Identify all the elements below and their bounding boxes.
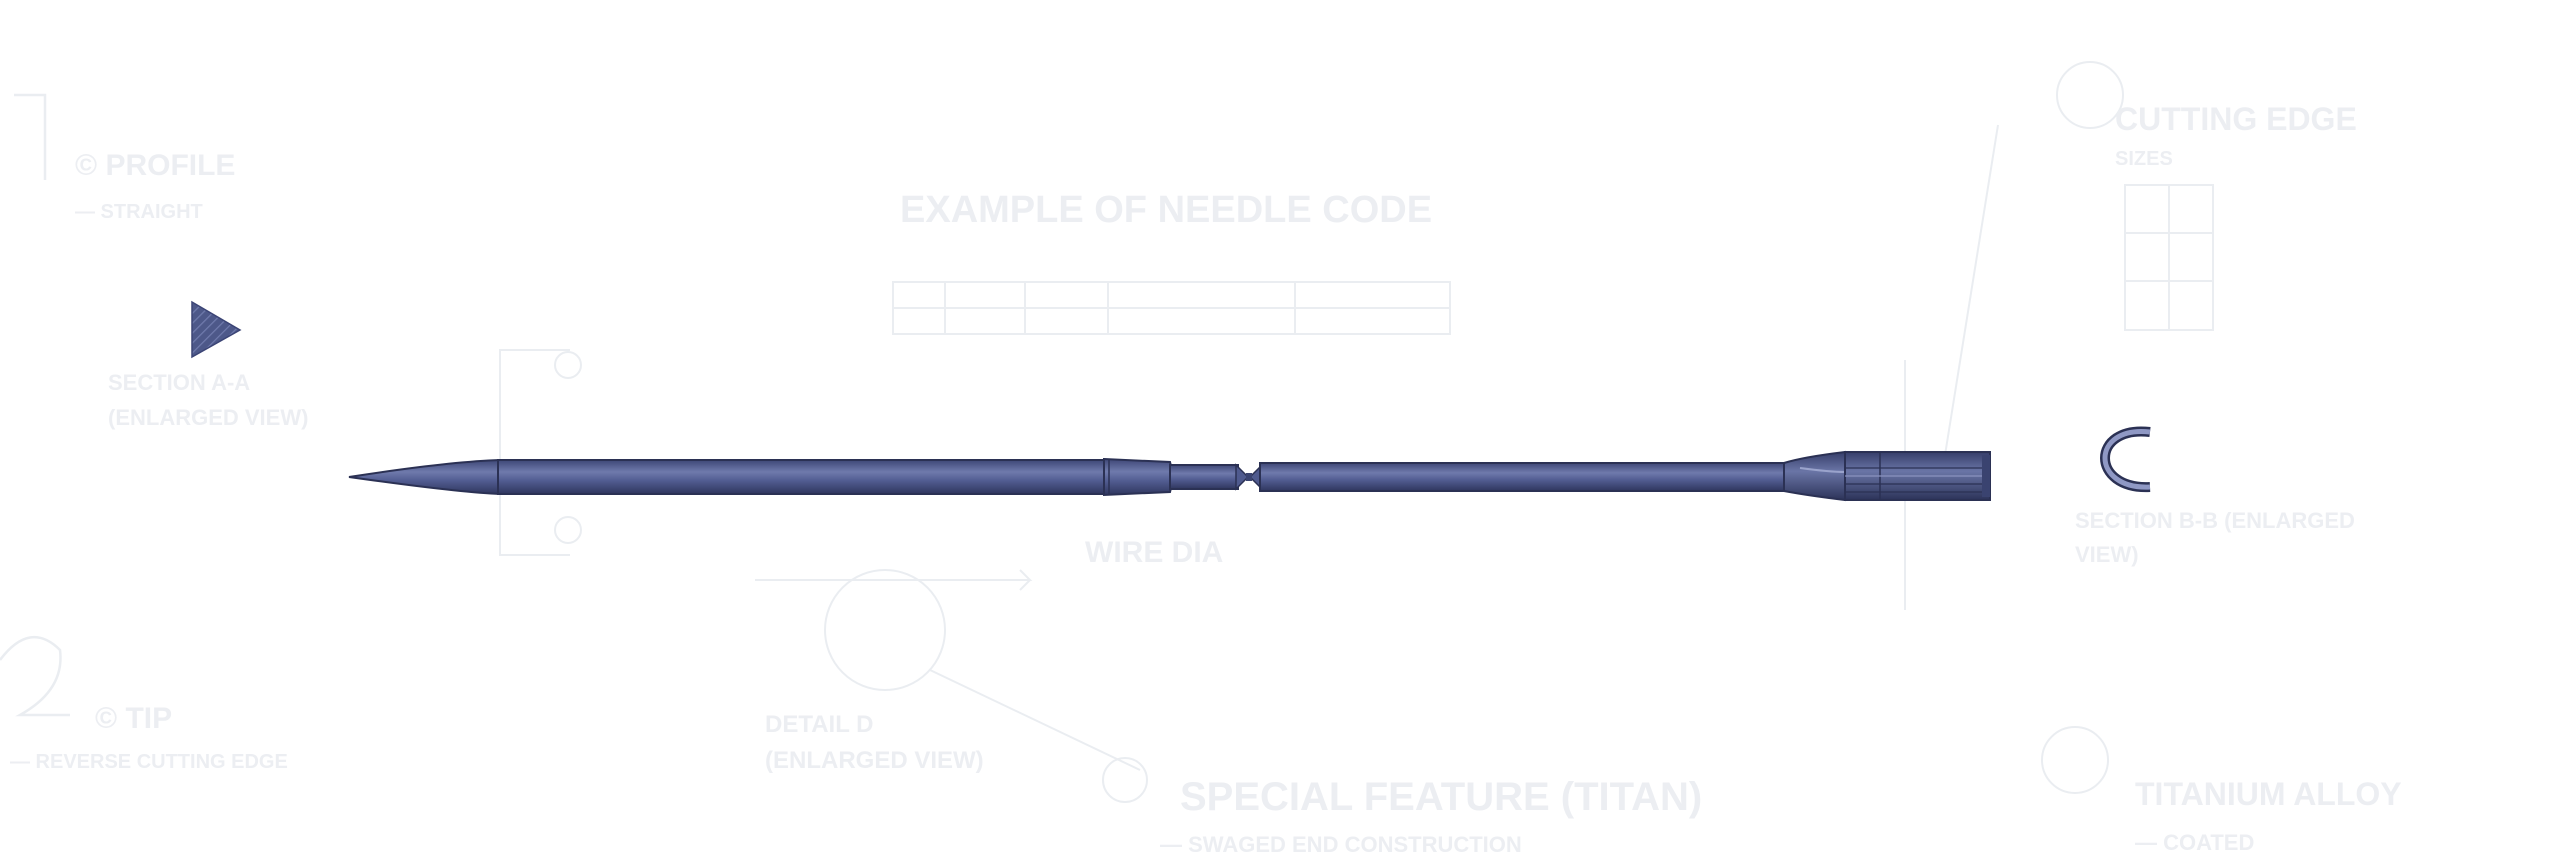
ref-numeral-bottom-left	[0, 635, 70, 717]
needle-tip	[348, 458, 501, 496]
hub-endcap	[1982, 455, 1990, 497]
label-section-b: SECTION B-B (ENLARGED	[2075, 508, 2355, 533]
bracket-node-top	[554, 351, 582, 379]
label-wire-dia: WIRE DIA	[1085, 536, 1223, 569]
flare-highlight	[1799, 467, 1846, 473]
bracket-left	[499, 349, 570, 556]
needle-shaft	[497, 459, 1106, 495]
detail-circle	[824, 569, 946, 691]
ref-circle-bottom	[1102, 757, 1148, 803]
label-detail: DETAIL D	[765, 711, 873, 738]
leader-line-right	[1944, 124, 1999, 456]
needle-neck	[1169, 464, 1239, 490]
label-sizes: SIZES	[2115, 148, 2173, 170]
label-cutting-edge: CUTTING EDGE	[2115, 101, 2357, 137]
label-straight: — STRAIGHT	[75, 201, 203, 223]
label-profile: © PROFILE	[75, 149, 235, 182]
faint-drafting-lines	[0, 61, 2214, 803]
label-coated: — COATED	[2135, 830, 2254, 855]
bracket-node-bottom	[554, 516, 582, 544]
needle-rear-shaft	[1259, 462, 1787, 492]
needle-flare	[1783, 450, 1846, 502]
label-special-feature: SPECIAL FEATURE (TITAN)	[1180, 775, 1702, 819]
label-enlarged-a: (ENLARGED VIEW)	[108, 405, 308, 430]
needle	[348, 450, 1991, 502]
ref-circle-right	[2056, 61, 2124, 129]
label-section-a: SECTION A-A	[108, 370, 250, 395]
label-section-b-view: VIEW)	[2075, 542, 2139, 567]
curved-needle-icon	[2100, 426, 2151, 493]
ref-circle-bottom-right	[2041, 726, 2109, 794]
needle-collar	[1103, 457, 1173, 497]
label-titanium: TITANIUM ALLOY	[2135, 776, 2402, 812]
label-swaged-end: — SWAGED END CONSTRUCTION	[1160, 832, 1522, 857]
detail-arrow	[755, 569, 1033, 591]
label-reverse-cutting: — REVERSE CUTTING EDGE	[10, 751, 288, 773]
label-tip: © TIP	[95, 702, 172, 735]
groove-core	[1246, 473, 1252, 481]
faint-labels: © PROFILE — STRAIGHT EXAMPLE OF NEEDLE C…	[10, 101, 2402, 857]
leader-line-top-left	[14, 93, 47, 180]
label-needle-code-title: EXAMPLE OF NEEDLE CODE	[900, 189, 1432, 231]
detail-leader	[929, 669, 1141, 771]
label-detail-view: (ENLARGED VIEW)	[765, 747, 984, 774]
triangle-pointer-icon	[191, 300, 242, 359]
